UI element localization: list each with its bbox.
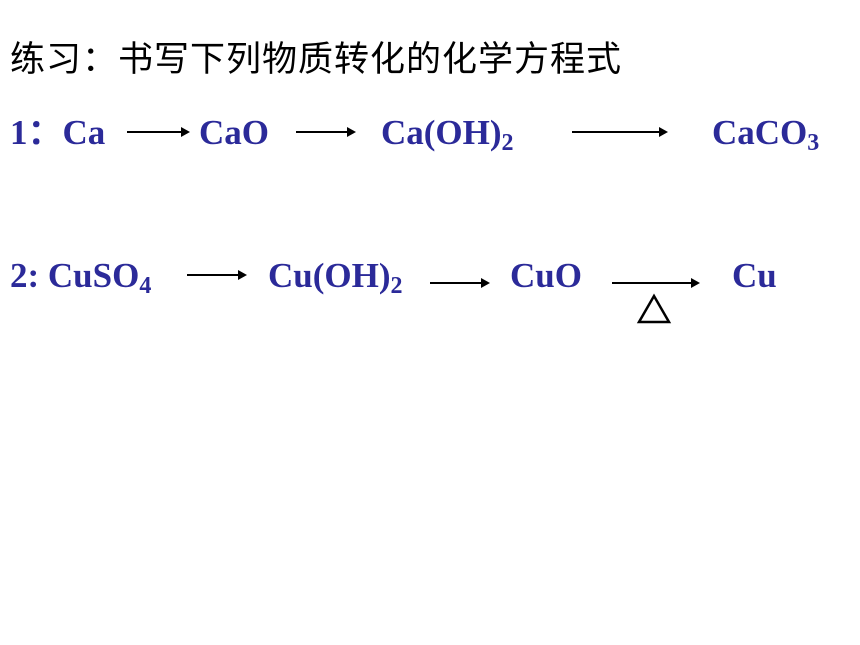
formula-cuo: CuO [510, 256, 582, 295]
formula-cuoh2-base: Cu(OH) [268, 256, 391, 295]
formula-caoh2: Ca(OH)2 [381, 113, 514, 156]
reaction-2-arrow-2 [430, 278, 490, 288]
page-title: 练习：书写下列物质转化的化学方程式 [10, 40, 623, 80]
reaction-2-arrow-3 [612, 278, 700, 288]
formula-cuso4-base: CuSO [47, 256, 140, 295]
formula-caco3-base: CaCO [712, 113, 808, 152]
subscript-4: 4 [139, 273, 152, 299]
reaction-1-label: 1： [10, 113, 63, 152]
reaction-2-species-1: 2: CuSO4 [10, 256, 152, 299]
reaction-2-arrow-1 [187, 270, 247, 280]
formula-ca: Ca [62, 113, 106, 152]
subscript-2: 2 [501, 130, 514, 156]
formula-cu: Cu [732, 256, 777, 295]
reaction-1-arrow-3 [572, 127, 668, 137]
formula-cao: CaO [199, 113, 269, 152]
reaction-1-arrow-2 [296, 127, 356, 137]
subscript-2b: 2 [390, 273, 403, 299]
subscript-3: 3 [807, 130, 820, 156]
heat-condition-triangle [636, 293, 672, 330]
formula-caco3: CaCO3 [712, 113, 820, 156]
triangle-icon [636, 293, 672, 324]
formula-caoh2-base: Ca(OH) [381, 113, 502, 152]
reaction-1-arrow-1 [127, 127, 190, 137]
formula-cuoh2: Cu(OH)2 [268, 256, 403, 299]
reaction-2-label: 2: [10, 256, 48, 295]
reaction-1-species-1: 1：Ca [10, 113, 105, 153]
